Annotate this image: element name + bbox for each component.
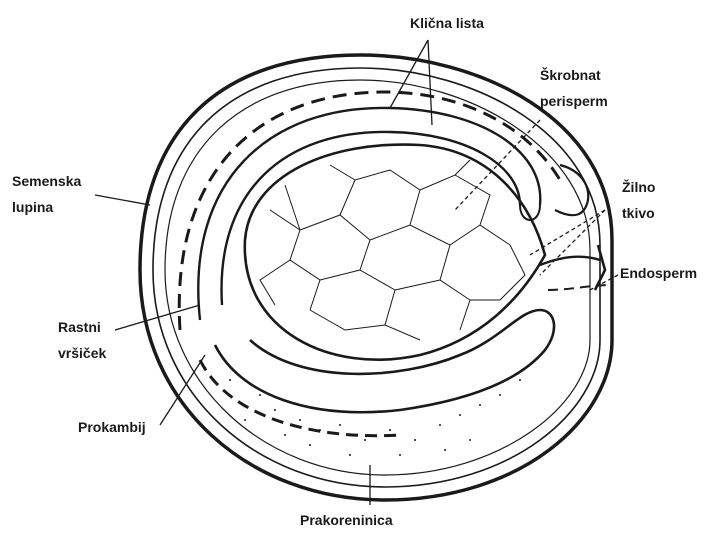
label-prakoreninica: Prakoreninica — [300, 512, 393, 528]
label-endosperm: Endosperm — [620, 265, 697, 281]
label-klicna-lista: Klična lista — [410, 15, 484, 31]
label-zilno-line2: tkivo — [622, 205, 655, 221]
label-zilno-line1: Žilno — [622, 178, 655, 195]
starchy-perisperm — [245, 145, 545, 360]
radicle-band — [200, 310, 554, 436]
label-semenska-line1: Semenska — [12, 173, 81, 189]
label-skrobnat-line1: Škrobnat — [540, 66, 601, 83]
label-rastni-line2: vršiček — [58, 345, 106, 361]
perisperm-cell-network — [260, 160, 525, 340]
label-skrobnat-line2: perisperm — [540, 93, 608, 109]
label-prokambij: Prokambij — [78, 419, 146, 435]
seed-coat — [140, 55, 612, 500]
label-semenska-line2: lupina — [12, 199, 53, 215]
label-rastni-line1: Rastni — [58, 319, 101, 335]
